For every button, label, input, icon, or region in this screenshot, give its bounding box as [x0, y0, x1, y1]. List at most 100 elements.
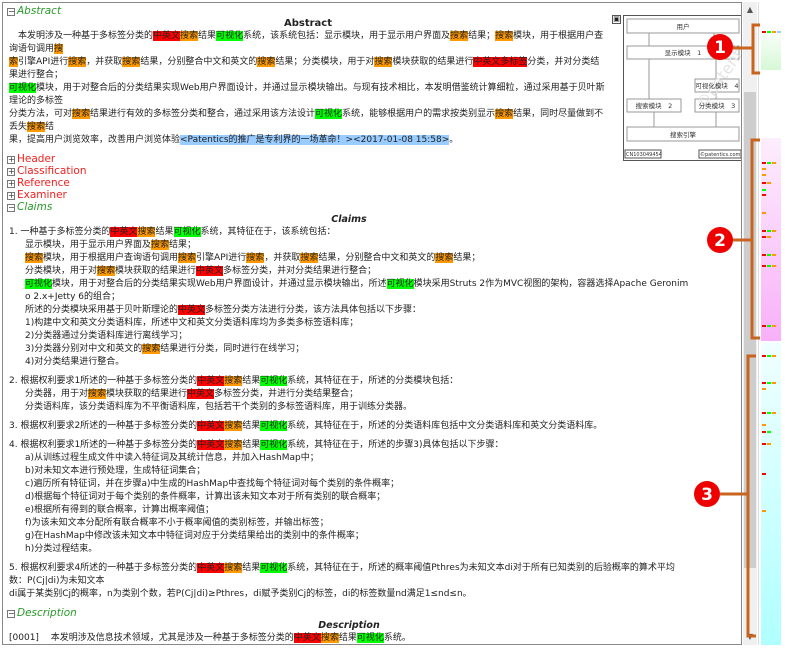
- keyword-highlight: 搜索: [27, 122, 45, 132]
- minimap-hit-marker[interactable]: [772, 230, 776, 232]
- text-segment: 2)分类器通过分类语料库进行离线学习；: [25, 331, 187, 341]
- keyword-highlight: 可视化: [315, 109, 342, 119]
- minimap-hit-marker[interactable]: [767, 431, 771, 433]
- scroll-up-arrow-icon[interactable]: ▲: [743, 4, 757, 16]
- minimap-hit-marker[interactable]: [777, 31, 781, 33]
- minimap-hit-marker[interactable]: [767, 382, 771, 384]
- claim-5: 5. 根据权利要求4所述的一种基于多标签分类的中英文搜索结果可视化系统，其特征在…: [9, 562, 689, 601]
- keyword-highlight: 搜索: [246, 253, 264, 263]
- minimap-hit-marker[interactable]: [762, 194, 766, 196]
- text-segment: 1)构建中文和英文分类语料库，所述中文和英文分类语料库均为多类多标签语料库；: [25, 318, 358, 328]
- minimap-hit-marker[interactable]: [762, 236, 766, 238]
- keyword-highlight: 中英文多标签: [473, 57, 527, 67]
- figure-number: CN103049454: [626, 152, 662, 158]
- text-segment: di属于某类别Cj的概率，n为类别个数，若P(Cj|di)≥Pthres，di赋…: [9, 589, 472, 599]
- minimap-hit-marker[interactable]: [767, 230, 771, 232]
- minimap-hit-marker[interactable]: [762, 265, 766, 267]
- minimap-hit-marker[interactable]: [772, 265, 776, 267]
- minimap-hit-marker[interactable]: [767, 236, 771, 238]
- text-segment: g)在HashMap中修改该未知文本中特征词对应于分类结果给出的类别中的条件概率…: [25, 531, 364, 541]
- keyword-highlight: 中英文: [197, 440, 224, 450]
- minimap-hit-marker[interactable]: [772, 355, 776, 357]
- keyword-highlight: 搜索: [224, 421, 242, 431]
- minimap-hit-marker[interactable]: [762, 382, 766, 384]
- description-paragraphs: [0001] 本发明涉及信息技术领域，尤其是涉及一种基于多标签分类的中英文搜索结…: [9, 632, 689, 645]
- text-segment: 引擎API进行: [18, 57, 68, 67]
- abstract-figure[interactable]: ©patentics 用户 显示模块 1 可视化模块 4 搜索模块 2 分类模块…: [623, 15, 742, 161]
- diagram-box-label: 显示模块 1: [665, 48, 702, 57]
- minimap-hit-marker[interactable]: [772, 162, 776, 164]
- minimap-hit-marker[interactable]: [762, 388, 766, 390]
- minimap-hit-marker[interactable]: [762, 182, 766, 184]
- keyword-highlight: 搜索: [300, 253, 318, 263]
- keyword-highlight: 搜索: [321, 633, 339, 643]
- section-toggle-classification[interactable]: +Classification: [7, 165, 741, 177]
- keyword-highlight: <Patentics的推广是专利界的一场革命！><2017-01-08 15:5…: [180, 135, 449, 145]
- scroll-down-arrow-icon[interactable]: ▼: [743, 631, 757, 643]
- keyword-highlight: 搜索: [122, 57, 140, 67]
- minimap-hit-marker[interactable]: [762, 443, 766, 445]
- minimap-hit-marker[interactable]: [762, 189, 766, 191]
- minimap-hit-marker[interactable]: [762, 355, 766, 357]
- minimap-hit-marker[interactable]: [762, 212, 766, 214]
- section-toggle-examiner[interactable]: +Examiner: [7, 189, 741, 201]
- text-line: 4. 根据权利要求1所述的一种基于多标签分类的中英文搜索结果可视化系统，其特征在…: [9, 439, 689, 452]
- diagram-box-label: 搜索模块 2: [636, 101, 673, 110]
- minimap-hit-marker[interactable]: [762, 230, 766, 232]
- keyword-highlight: 搜索: [374, 57, 392, 67]
- keyword-highlight: 中英文: [197, 376, 224, 386]
- minimap-hit-marker[interactable]: [767, 412, 771, 414]
- keyword-highlight: 搜索: [450, 31, 468, 41]
- minimap-hit-marker[interactable]: [767, 182, 771, 184]
- minimap-hit-marker[interactable]: [762, 473, 766, 475]
- text-segment: 结果: [242, 440, 260, 450]
- text-segment: 5. 根据权利要求4所述的一种基于多标签分类的: [9, 563, 197, 573]
- vertical-scrollbar[interactable]: ▲ ▼: [743, 2, 757, 645]
- minimap-hit-marker[interactable]: [772, 382, 776, 384]
- keyword-hit-minimap[interactable]: [758, 2, 782, 645]
- claims-title: Claims: [9, 213, 689, 226]
- minimap-hit-marker[interactable]: [772, 325, 776, 327]
- minimap-hit-marker[interactable]: [767, 162, 771, 164]
- text-line: 本发明涉及一种基于多标签分类的中英文搜索结果可视化系统，该系统包括：显示模块，用…: [9, 30, 607, 56]
- minimap-hit-marker[interactable]: [772, 412, 776, 414]
- text-line: 分类语料库，该分类语料库为不平衡语料库，包括若干个类别的多标签语料库，用于训练分…: [9, 401, 689, 414]
- text-line: 5. 根据权利要求4所述的一种基于多标签分类的中英文搜索结果可视化系统，其特征在…: [9, 562, 689, 588]
- minimap-hit-marker[interactable]: [762, 424, 766, 426]
- minimap-hit-marker[interactable]: [762, 325, 766, 327]
- minimap-hit-marker[interactable]: [767, 443, 771, 445]
- section-toggle-description[interactable]: −Description: [7, 607, 741, 619]
- section-toggle-reference[interactable]: +Reference: [7, 177, 741, 189]
- image-view-icon[interactable]: ▣: [612, 15, 621, 24]
- minimap-hit-marker[interactable]: [762, 174, 766, 176]
- minimap-hit-marker[interactable]: [762, 31, 766, 33]
- minimap-hit-marker[interactable]: [767, 265, 771, 267]
- minimap-hit-marker[interactable]: [762, 412, 766, 414]
- minimap-hit-marker[interactable]: [767, 31, 771, 33]
- text-line: 分类方法，可对搜索结果进行有效的多标签分类和整合，通过采用该方法设计可视化系统，…: [9, 108, 607, 134]
- scrollbar-thumb[interactable]: [744, 92, 756, 568]
- text-segment: ，并获取: [264, 253, 300, 263]
- minimap-hit-marker[interactable]: [762, 431, 766, 433]
- minimap-hit-marker[interactable]: [767, 355, 771, 357]
- text-segment: 多标签分类，并对分类结果进行整合；: [223, 266, 376, 276]
- keyword-highlight: 搜索: [25, 253, 43, 263]
- minimap-hit-marker[interactable]: [772, 31, 776, 33]
- keyword-highlight: 可视化: [357, 633, 384, 643]
- minimap-hit-marker[interactable]: [762, 168, 766, 170]
- minimap-hit-marker[interactable]: [762, 510, 766, 512]
- text-segment: 1. 一种基于多标签分类的: [9, 227, 110, 237]
- diagram-box-label: 用户: [677, 22, 690, 31]
- collapse-icon: −: [7, 610, 15, 618]
- patent-document-panel: −Abstract Abstract 本发明涉及一种基于多标签分类的中英文搜索结…: [2, 2, 742, 645]
- text-line: 果，提高用户浏览效率，改善用户浏览体验<Patentics的推广是专利界的一场革…: [9, 134, 607, 147]
- text-segment: e)根据所有得到的联合概率，计算出概率阈值；: [25, 505, 214, 515]
- minimap-hit-marker[interactable]: [767, 325, 771, 327]
- claim-4: 4. 根据权利要求1所述的一种基于多标签分类的中英文搜索结果可视化系统，其特征在…: [9, 439, 689, 556]
- minimap-hit-marker[interactable]: [767, 254, 771, 256]
- minimap-hit-marker[interactable]: [772, 254, 776, 256]
- keyword-highlight: 搜索: [178, 253, 196, 263]
- section-toggle-claims[interactable]: −Claims: [7, 201, 741, 213]
- minimap-hit-marker[interactable]: [762, 254, 766, 256]
- minimap-hit-marker[interactable]: [762, 162, 766, 164]
